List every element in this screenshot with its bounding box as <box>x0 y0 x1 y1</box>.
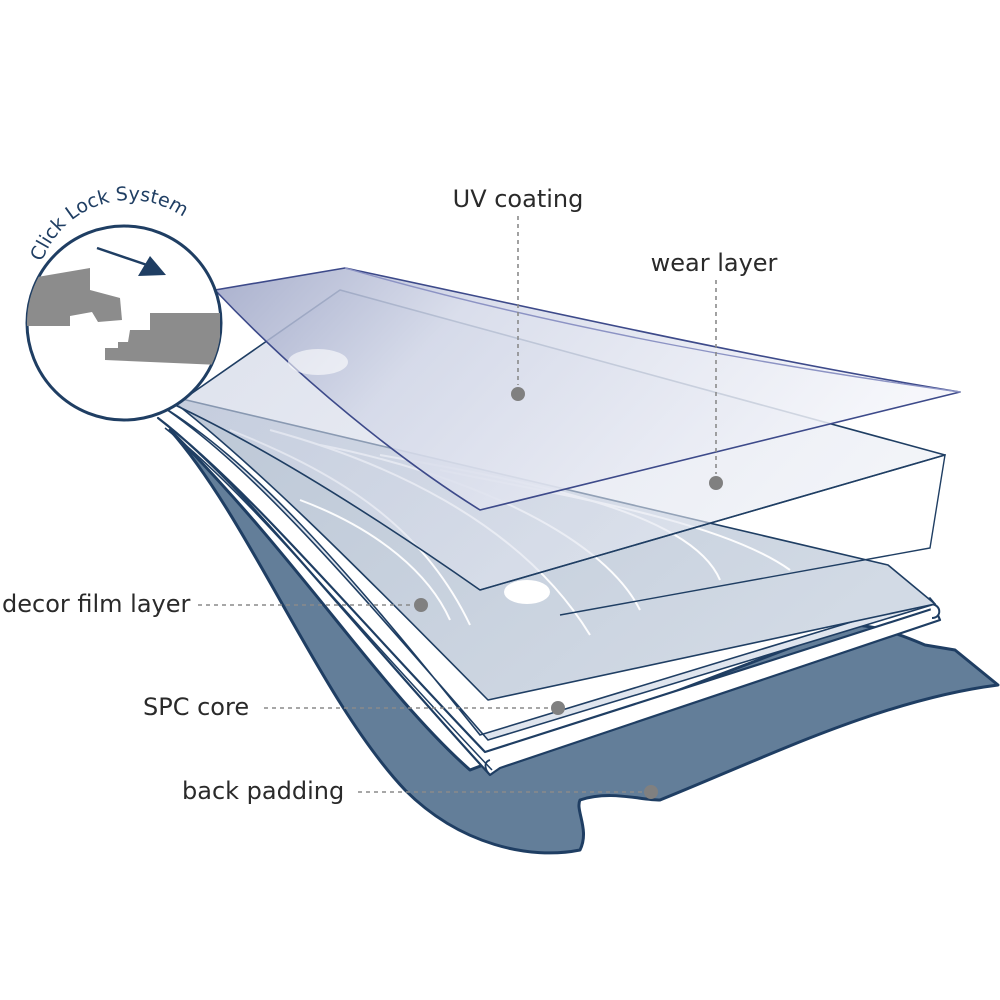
uv-coating-dot <box>511 387 525 401</box>
spc-core-label: SPC core <box>143 693 249 721</box>
wood-knot <box>504 580 550 604</box>
click-lock-inset: Click Lock System <box>20 183 221 420</box>
back-padding-label: back padding <box>182 777 344 805</box>
uv-coating-knot <box>288 349 348 375</box>
wear-layer-dot <box>709 476 723 490</box>
back-padding-dot <box>644 785 658 799</box>
decor-film-label: decor film layer <box>2 590 191 618</box>
decor-film-dot <box>414 598 428 612</box>
spc-core-dot <box>551 701 565 715</box>
uv-coating-label: UV coating <box>453 185 584 213</box>
wear-layer-label: wear layer <box>651 249 778 277</box>
